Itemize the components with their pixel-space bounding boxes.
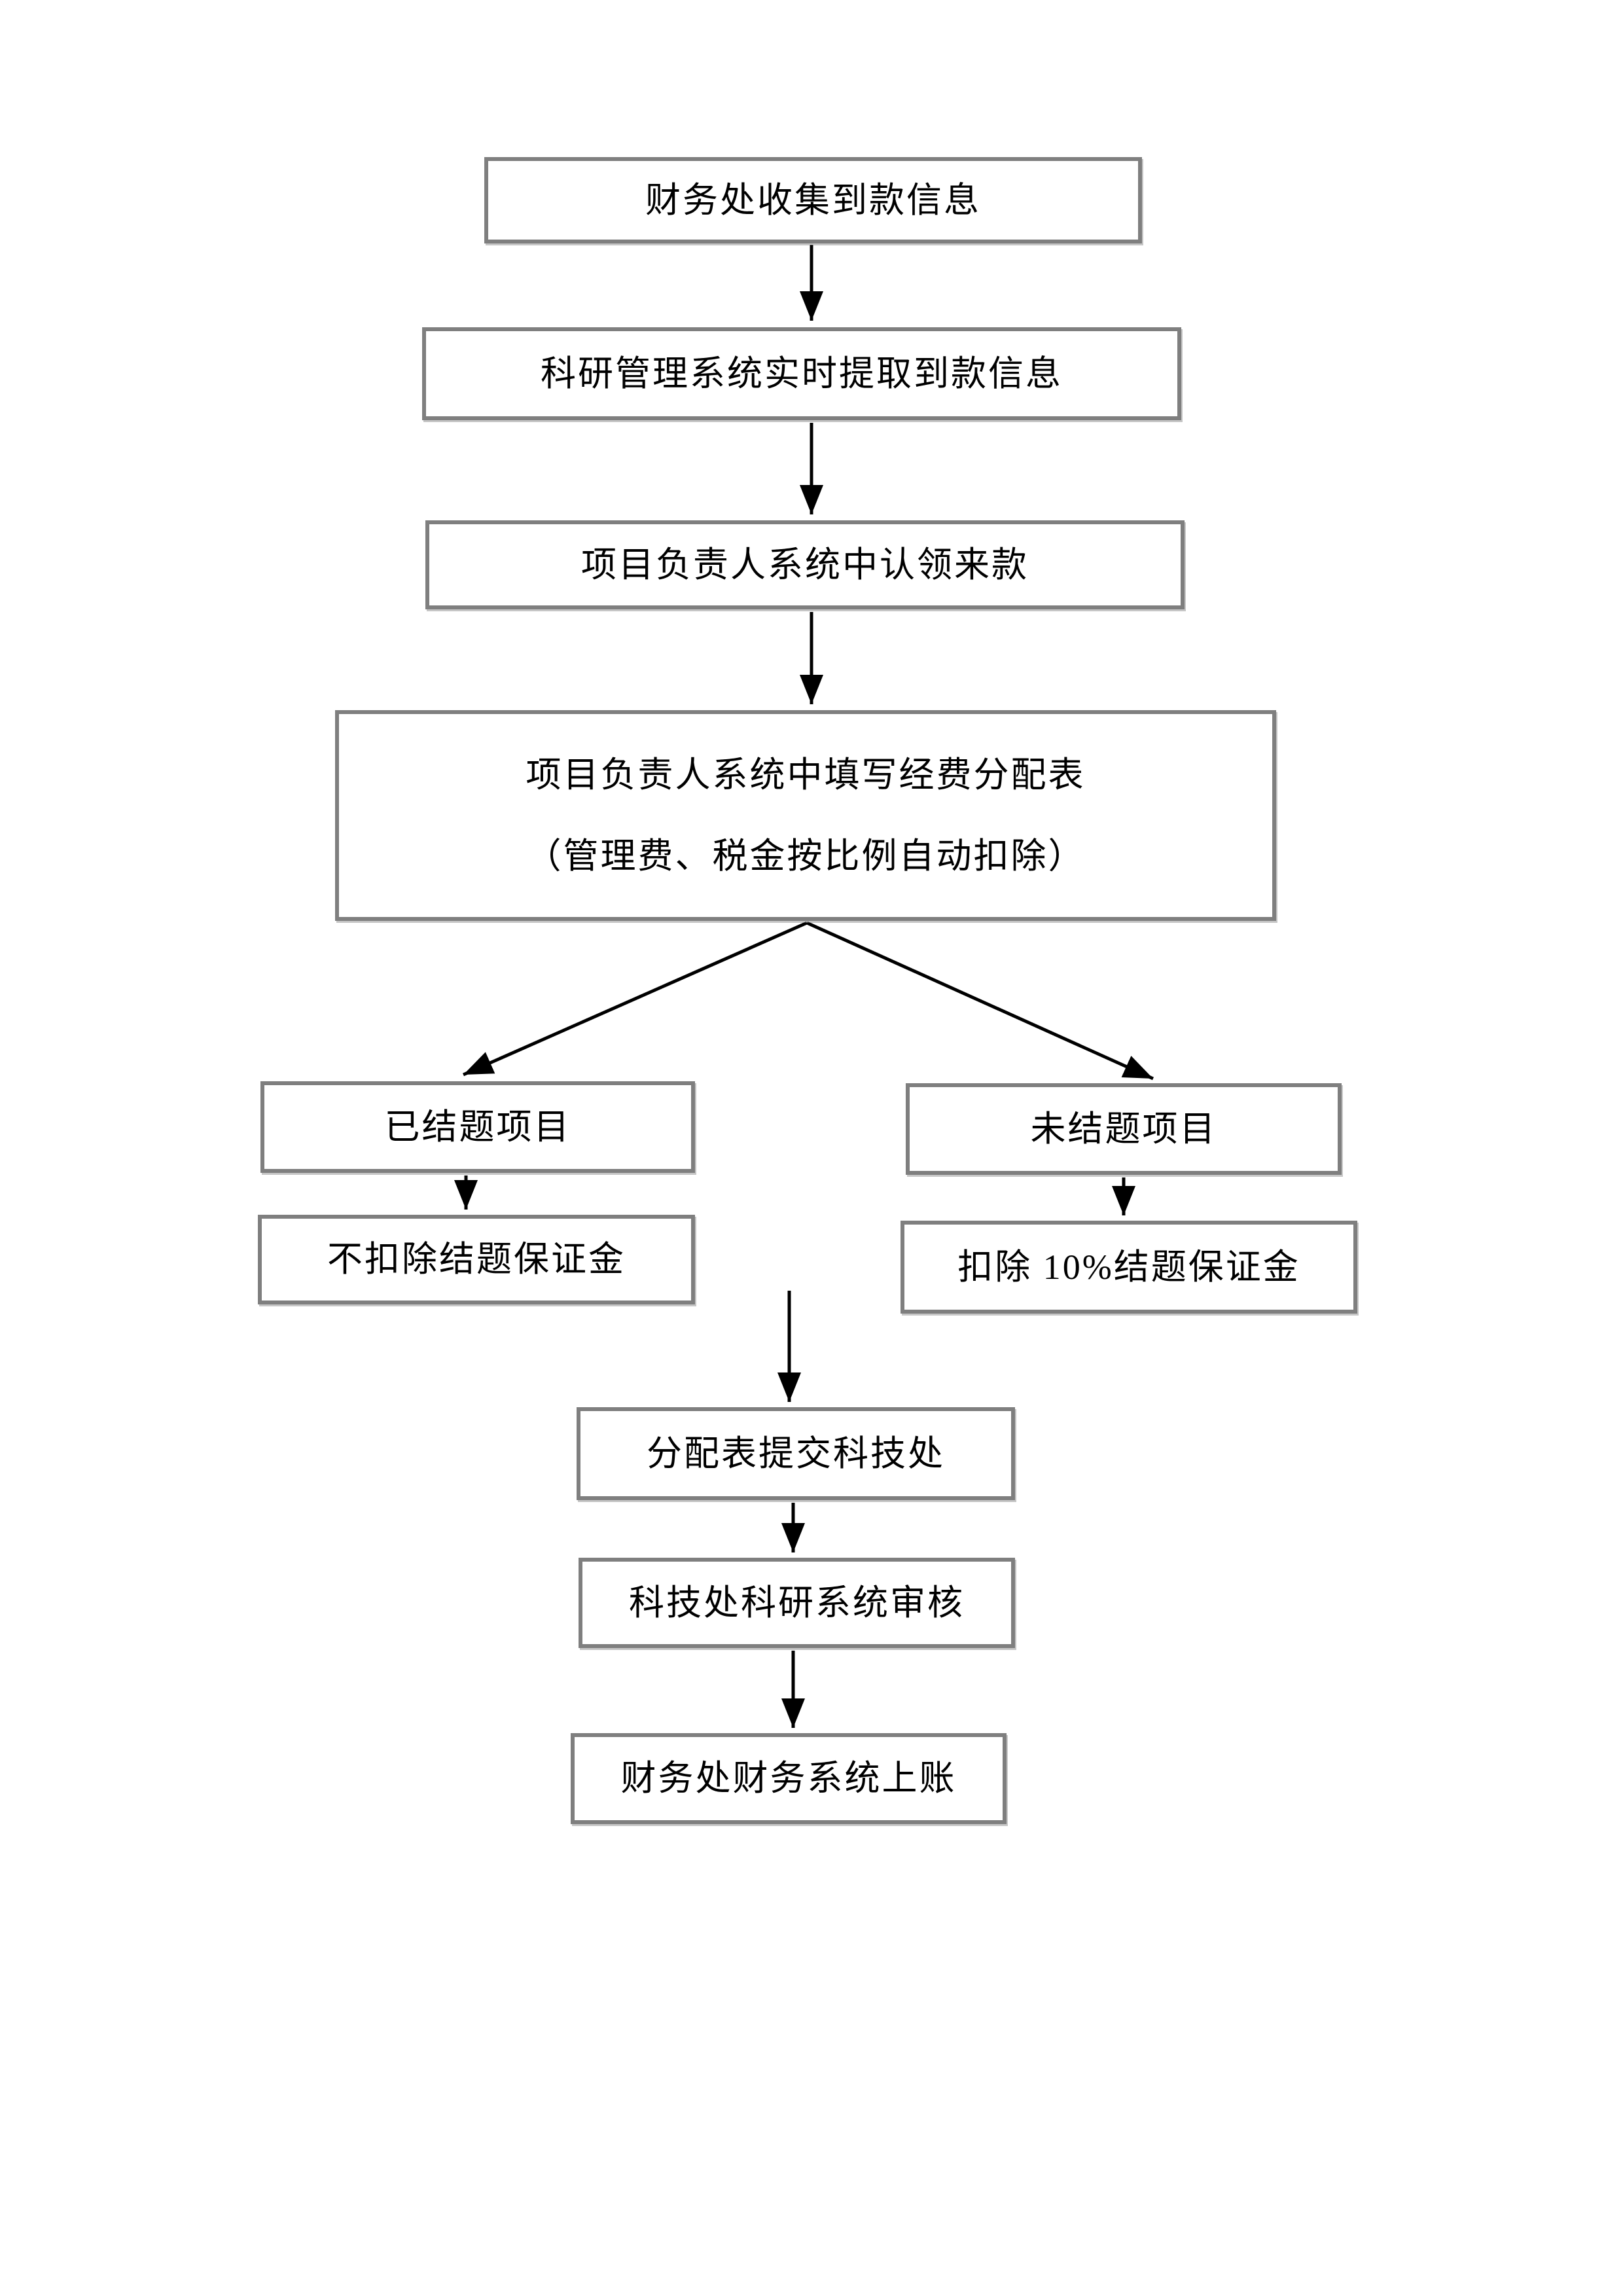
node-label: 科技处科研系统审核 — [629, 1583, 965, 1623]
node-no-deposit-deduction: 不扣除结题保证金 — [258, 1215, 695, 1304]
node-label: 已结题项目 — [384, 1107, 571, 1147]
node-label: 分配表提交科技处 — [647, 1433, 945, 1473]
node-label-line1: 项目负责人系统中填写经费分配表 — [526, 755, 1086, 795]
node-collect-payment-info: 财务处收集到款信息 — [484, 157, 1142, 243]
node-label-line2: （管理费、税金按比例自动扣除） — [526, 836, 1086, 876]
node-finance-system-posting: 财务处财务系统上账 — [571, 1733, 1007, 1824]
node-deduct-10-percent-deposit: 扣除 10%结题保证金 — [901, 1221, 1357, 1314]
node-fill-allocation-form: 项目负责人系统中填写经费分配表 （管理费、税金按比例自动扣除） — [335, 710, 1276, 921]
node-label: 不扣除结题保证金 — [327, 1240, 626, 1280]
node-label: 扣除 10%结题保证金 — [957, 1247, 1300, 1287]
node-label: 科研管理系统实时提取到款信息 — [541, 353, 1063, 393]
node-label: 项目负责人系统中认领来款 — [581, 545, 1029, 584]
node-label: 未结题项目 — [1030, 1109, 1217, 1149]
arrow-fill-to-finished — [462, 921, 808, 1077]
node-sci-tech-office-review: 科技处科研系统审核 — [579, 1558, 1015, 1648]
node-project-finished: 已结题项目 — [260, 1081, 695, 1173]
node-label: 财务处收集到款信息 — [645, 180, 981, 220]
node-project-unfinished: 未结题项目 — [906, 1083, 1342, 1175]
node-system-extract-info: 科研管理系统实时提取到款信息 — [422, 327, 1181, 420]
arrow-fill-to-unfinished — [806, 921, 1154, 1081]
node-pi-claim-funds: 项目负责人系统中认领来款 — [425, 520, 1185, 609]
node-submit-to-sci-tech-office: 分配表提交科技处 — [577, 1407, 1015, 1500]
node-label: 财务处财务系统上账 — [620, 1759, 957, 1799]
